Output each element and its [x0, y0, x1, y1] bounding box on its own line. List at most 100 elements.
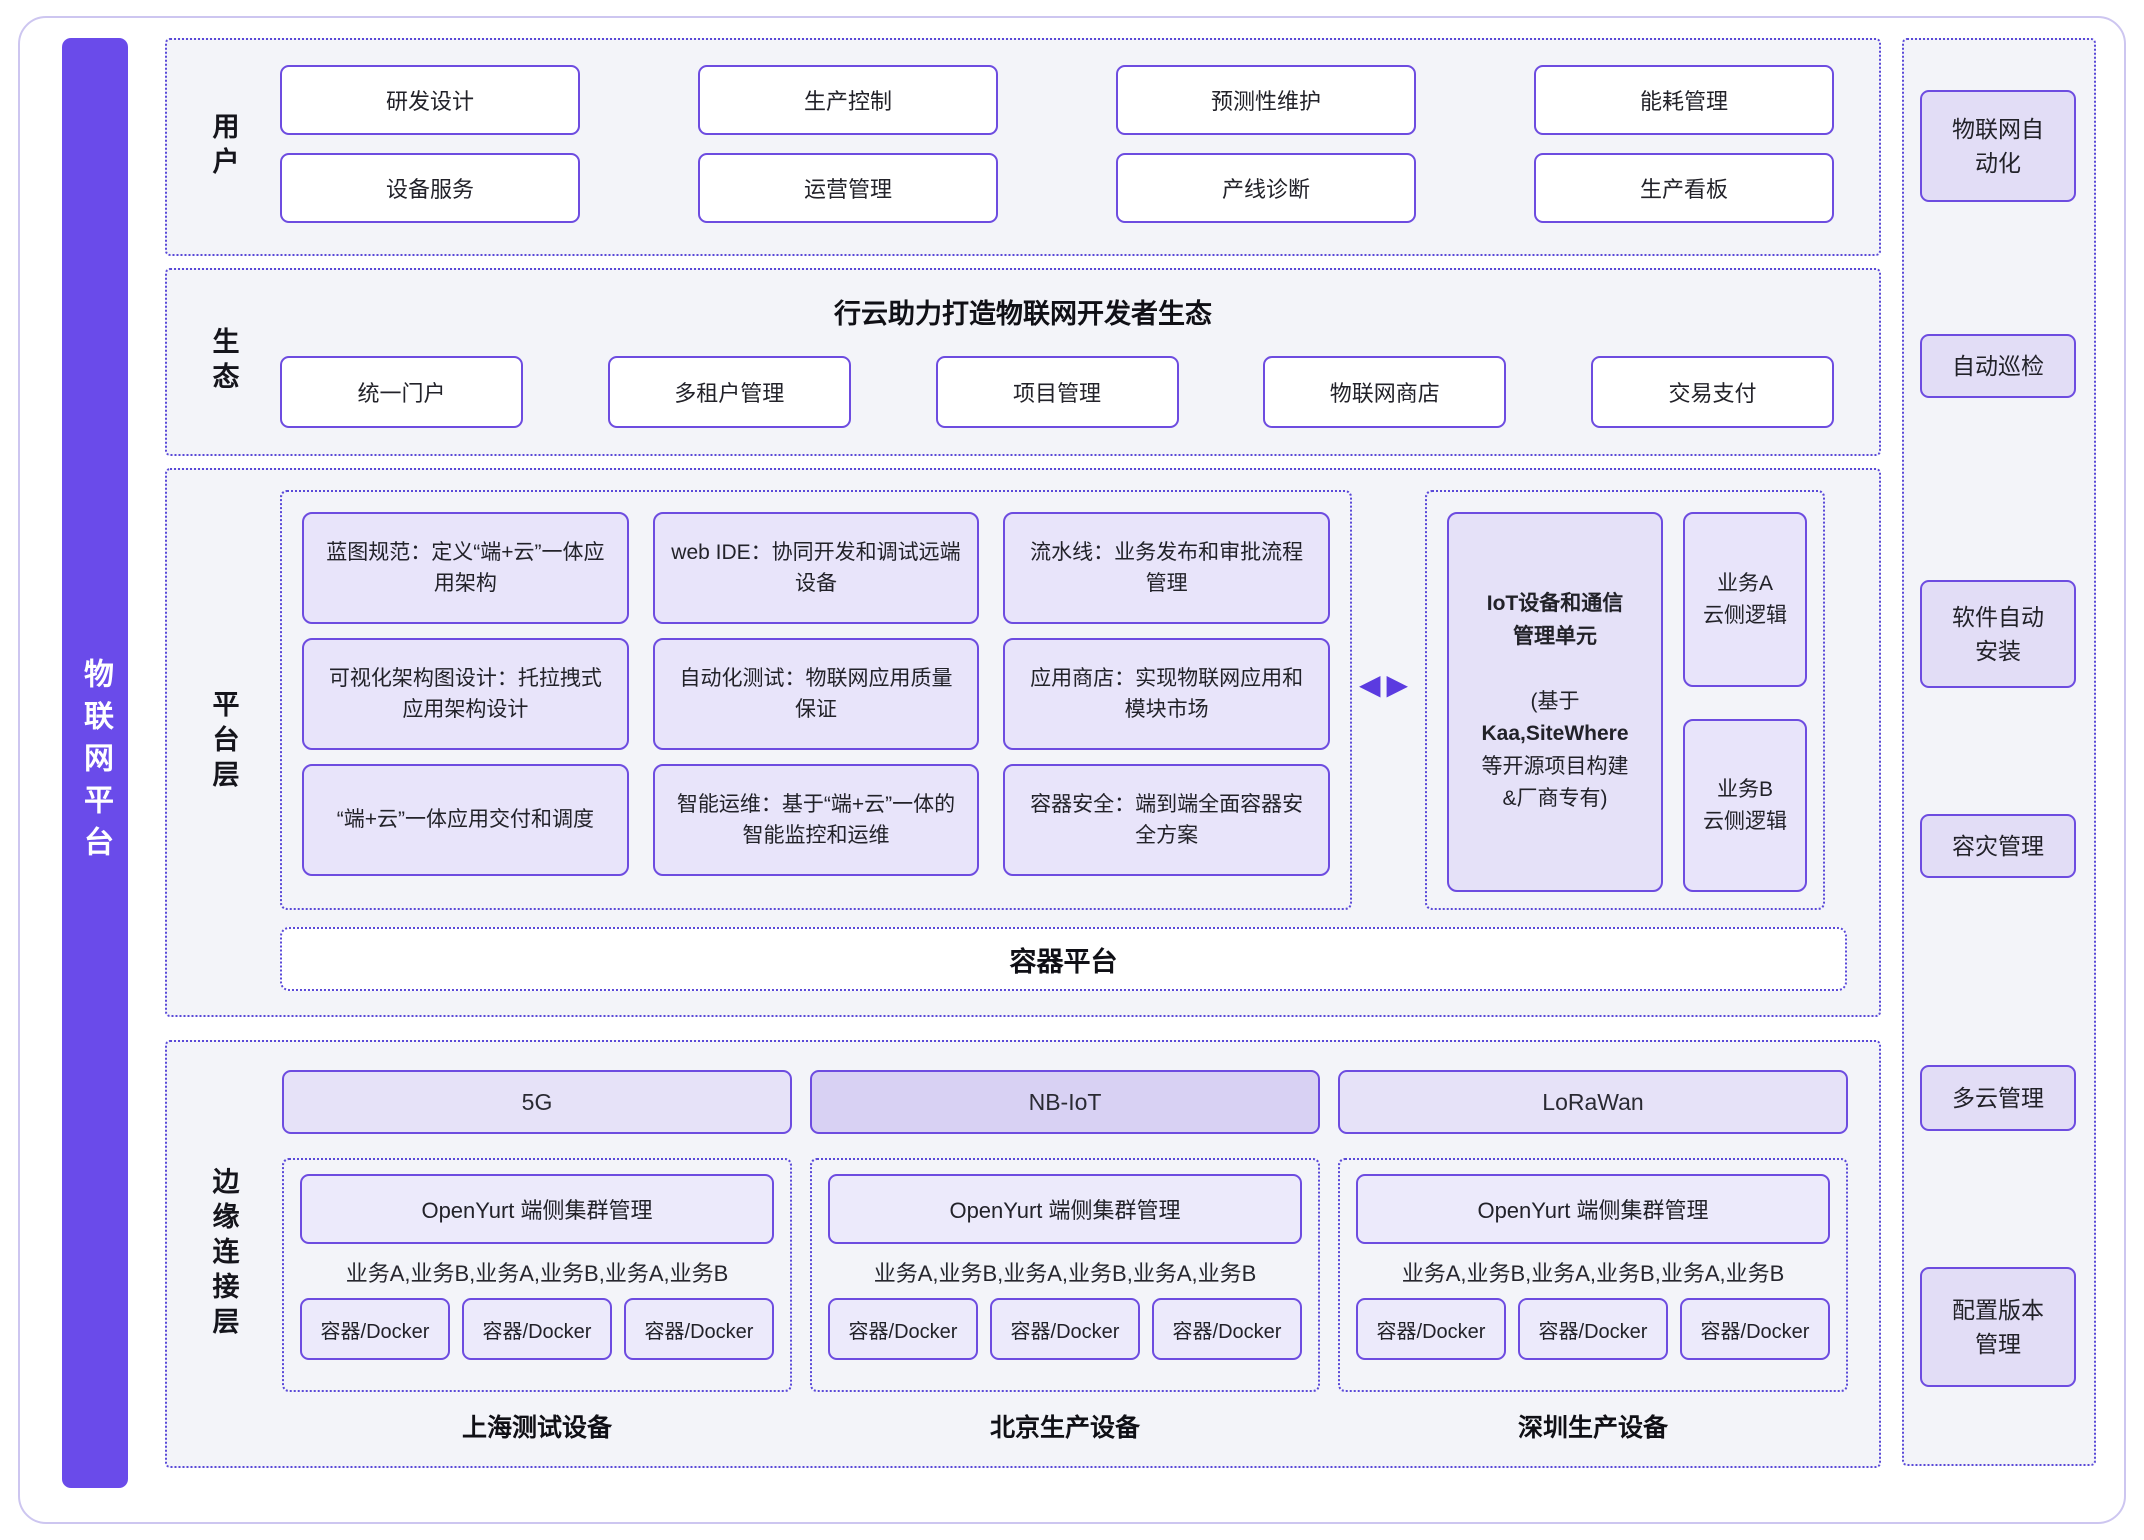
sidebar-item-config-version-management: 配置版本管理	[1920, 1267, 2076, 1387]
site-label-shanghai: 上海测试设备	[461, 1414, 612, 1442]
section-edge-connection-layer: 边缘连接层 5G OpenYurt 端侧集群管理 业务A,业务B,业务A,业务B…	[165, 1040, 1881, 1468]
container-docker-box: 容器/Docker	[1152, 1298, 1302, 1360]
container-docker-box: 容器/Docker	[1356, 1298, 1506, 1360]
iot-unit-title-line1: IoT设备和通信	[1486, 592, 1624, 616]
network-bar-lorawan: LoRaWan	[1338, 1070, 1848, 1134]
cap-box-app-store: 应用商店：实现物联网应用和模块市场	[1003, 638, 1330, 750]
openyurt-cluster-box: OpenYurt 端侧集群管理	[1356, 1174, 1830, 1244]
iot-unit-title-line2: 管理单元	[1513, 624, 1597, 648]
edge-cluster-box: OpenYurt 端侧集群管理 业务A,业务B,业务A,业务B,业务A,业务B …	[1338, 1158, 1848, 1392]
container-platform-bar: 容器平台	[280, 927, 1847, 991]
iot-unit-group: IoT设备和通信 管理单元 (基于 Kaa,SiteWhere 等开源项目构建 …	[1425, 490, 1825, 910]
edge-cluster-box: OpenYurt 端侧集群管理 业务A,业务B,业务A,业务B,业务A,业务B …	[282, 1158, 792, 1392]
iot-device-comm-unit: IoT设备和通信 管理单元 (基于 Kaa,SiteWhere 等开源项目构建 …	[1447, 512, 1663, 892]
user-box-production-control: 生产控制	[698, 65, 998, 135]
edge-label-wrap: 边缘连接层	[193, 1042, 255, 1466]
cap-box-automated-testing: 自动化测试：物联网应用质量保证	[652, 638, 980, 750]
iot-device-comm-unit-text: IoT设备和通信 管理单元 (基于 Kaa,SiteWhere 等开源项目构建 …	[1481, 588, 1628, 816]
docker-row: 容器/Docker 容器/Docker 容器/Docker	[828, 1298, 1302, 1360]
users-label-wrap: 用户	[193, 40, 255, 254]
platform-label-wrap: 平台层	[193, 470, 255, 1015]
right-triangle-icon: ▶	[1386, 669, 1409, 700]
container-docker-box: 容器/Docker	[828, 1298, 978, 1360]
user-box-predictive-maintenance: 预测性维护	[1116, 65, 1416, 135]
cap-box-pipeline: 流水线：业务发布和审批流程管理	[1003, 512, 1330, 624]
openyurt-cluster-box: OpenYurt 端侧集群管理	[828, 1174, 1302, 1244]
container-docker-box: 容器/Docker	[300, 1298, 450, 1360]
business-a-line1: 业务A	[1716, 572, 1773, 595]
services-line: 业务A,业务B,业务A,业务B,业务A,业务B	[345, 1261, 729, 1286]
user-box-line-diagnosis: 产线诊断	[1116, 153, 1416, 223]
ecosystem-grid: 统一门户 多租户管理 项目管理 物联网商店 交易支付	[280, 356, 1834, 428]
iot-platform-title: 物联网平台	[79, 658, 112, 868]
bidirectional-link-arrows: ◀ ▶	[1359, 668, 1408, 701]
platform-capabilities-grid: 蓝图规范：定义“端+云”一体应用架构 web IDE：协同开发和调试远端设备 流…	[282, 492, 1350, 896]
business-b-cloud-logic: 业务B 云侧逻辑	[1683, 719, 1807, 892]
docker-row: 容器/Docker 容器/Docker 容器/Docker	[1356, 1298, 1830, 1360]
section-platform-layer: 平台层 蓝图规范：定义“端+云”一体应用架构 web IDE：协同开发和调试远端…	[165, 468, 1881, 1017]
user-box-rd-design: 研发设计	[280, 65, 580, 135]
container-docker-box: 容器/Docker	[1680, 1298, 1830, 1360]
eco-box-project-management: 项目管理	[935, 356, 1179, 428]
user-box-energy-management: 能耗管理	[1534, 65, 1834, 135]
iot-unit-sub-line4: &厂商专有)	[1502, 787, 1608, 811]
openyurt-cluster-box: OpenYurt 端侧集群管理	[300, 1174, 774, 1244]
business-b-line1: 业务B	[1716, 778, 1773, 801]
services-line: 业务A,业务B,业务A,业务B,业务A,业务B	[873, 1261, 1257, 1286]
ecosystem-title: 行云助力打造物联网开发者生态	[834, 299, 1212, 329]
ecosystem-label-wrap: 生态	[193, 270, 255, 454]
site-label-shenzhen: 深圳生产设备	[1517, 1414, 1668, 1442]
iot-unit-sub-line1: (基于	[1530, 689, 1580, 713]
business-b-text: 业务B 云侧逻辑	[1703, 774, 1787, 837]
eco-box-unified-portal: 统一门户	[280, 356, 523, 428]
sidebar-item-auto-software-install: 软件自动安装	[1920, 580, 2076, 688]
edge-cluster-box: OpenYurt 端侧集群管理 业务A,业务B,业务A,业务B,业务A,业务B …	[810, 1158, 1320, 1392]
cap-box-web-ide: web IDE：协同开发和调试远端设备	[652, 512, 980, 624]
business-a-line2: 云侧逻辑	[1703, 603, 1787, 627]
business-a-text: 业务A 云侧逻辑	[1703, 568, 1787, 631]
business-b-line2: 云侧逻辑	[1703, 809, 1787, 833]
container-docker-box: 容器/Docker	[1518, 1298, 1668, 1360]
site-label-beijing: 北京生产设备	[989, 1414, 1140, 1442]
eco-box-trade-payment: 交易支付	[1591, 356, 1834, 428]
users-grid: 研发设计 生产控制 预测性维护 能耗管理 设备服务 运营管理 产线诊断 生产看板	[280, 65, 1834, 223]
user-box-production-dashboard: 生产看板	[1534, 153, 1834, 223]
user-box-operations-management: 运营管理	[698, 153, 998, 223]
platform-capabilities-group: 蓝图规范：定义“端+云”一体应用架构 web IDE：协同开发和调试远端设备 流…	[280, 490, 1352, 910]
iot-unit-sub-line2: Kaa,SiteWhere	[1481, 722, 1629, 746]
left-triangle-icon: ◀	[1359, 669, 1381, 700]
container-docker-box: 容器/Docker	[462, 1298, 612, 1360]
services-line: 业务A,业务B,业务A,业务B,业务A,业务B	[1401, 1261, 1785, 1286]
edge-cluster-shanghai: 5G OpenYurt 端侧集群管理 业务A,业务B,业务A,业务B,业务A,业…	[282, 1070, 792, 1444]
sidebar-item-iot-automation: 物联网自动化	[1920, 90, 2076, 202]
cap-box-edge-cloud-delivery: “端+云”一体应用交付和调度	[302, 764, 629, 876]
network-bar-5g: 5G	[282, 1070, 792, 1134]
sidebar-item-multicloud-management: 多云管理	[1920, 1065, 2076, 1131]
business-a-cloud-logic: 业务A 云侧逻辑	[1683, 512, 1807, 687]
iot-platform-title-bar: 物联网平台	[62, 38, 128, 1488]
cap-box-container-security: 容器安全：端到端全面容器安全方案	[1003, 764, 1330, 876]
platform-label: 平台层	[208, 690, 239, 795]
network-bar-nbiot: NB-IoT	[810, 1070, 1320, 1134]
edge-label: 边缘连接层	[208, 1166, 239, 1342]
cap-box-blueprint: 蓝图规范：定义“端+云”一体应用架构	[302, 512, 629, 624]
users-label: 用户	[208, 112, 239, 182]
sidebar-item-disaster-recovery: 容灾管理	[1920, 814, 2076, 878]
sidebar-automation-panel: 物联网自动化 自动巡检 软件自动安装 容灾管理 多云管理 配置版本管理	[1902, 38, 2096, 1466]
cap-box-intelligent-ops: 智能运维：基于“端+云”一体的智能监控和运维	[652, 764, 980, 876]
user-box-device-service: 设备服务	[280, 153, 580, 223]
container-docker-box: 容器/Docker	[624, 1298, 774, 1360]
container-docker-box: 容器/Docker	[990, 1298, 1140, 1360]
eco-box-iot-store: 物联网商店	[1263, 356, 1507, 428]
iot-unit-sub-line3: 等开源项目构建	[1481, 754, 1629, 778]
section-users: 用户 研发设计 生产控制 预测性维护 能耗管理 设备服务 运营管理 产线诊断 生…	[165, 38, 1881, 256]
docker-row: 容器/Docker 容器/Docker 容器/Docker	[300, 1298, 774, 1360]
edge-cluster-beijing: NB-IoT OpenYurt 端侧集群管理 业务A,业务B,业务A,业务B,业…	[810, 1070, 1320, 1444]
sidebar-item-auto-inspection: 自动巡检	[1920, 334, 2076, 398]
ecosystem-label: 生态	[208, 327, 239, 397]
cap-box-visual-architecture: 可视化架构图设计：托拉拽式应用架构设计	[302, 638, 629, 750]
eco-box-multitenant-management: 多租户管理	[607, 356, 851, 428]
page-border	[18, 16, 2126, 1524]
edge-cluster-shenzhen: LoRaWan OpenYurt 端侧集群管理 业务A,业务B,业务A,业务B,…	[1338, 1070, 1848, 1444]
section-ecosystem: 生态 行云助力打造物联网开发者生态 统一门户 多租户管理 项目管理 物联网商店 …	[165, 268, 1881, 456]
